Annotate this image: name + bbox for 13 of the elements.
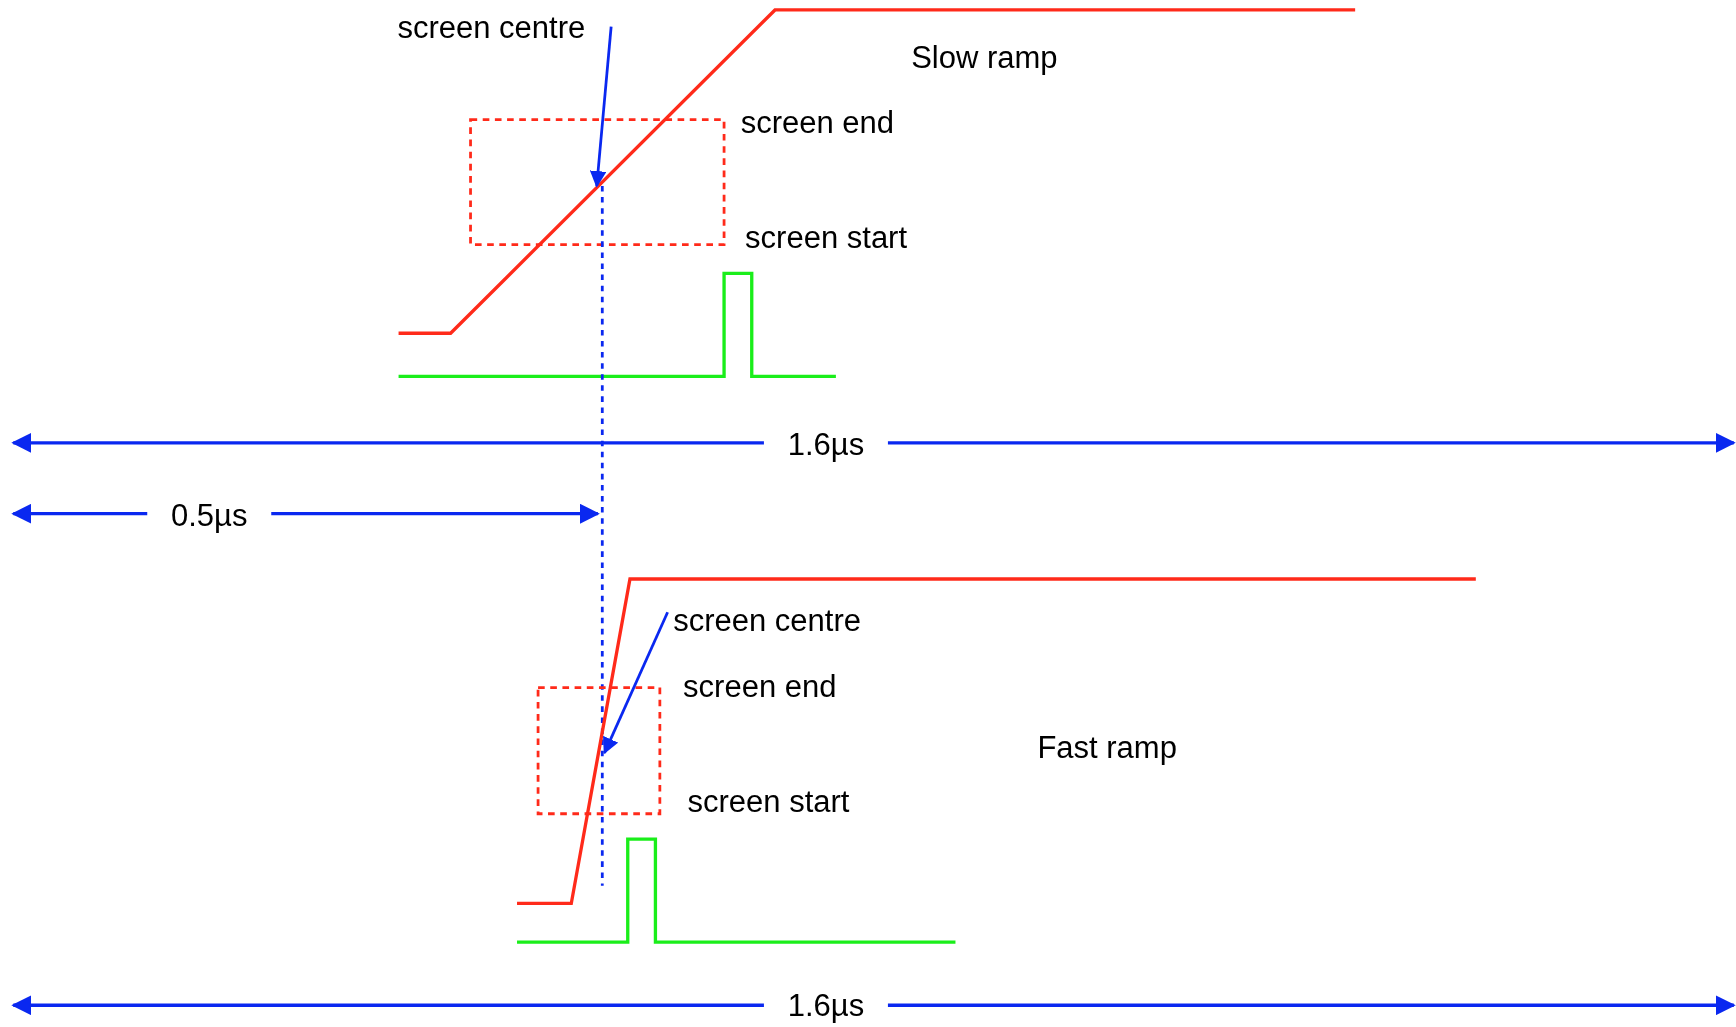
leader-line [589, 26, 613, 188]
waveform-label: Fast ramp [1037, 730, 1177, 767]
window-label: screen start [745, 220, 908, 256]
dimension-label: 1.6µs [787, 427, 865, 463]
window-label: screen end [740, 105, 895, 141]
dimension-label: 0.5µs [171, 498, 248, 534]
window-label: screen end [683, 669, 837, 706]
waveform-label: Slow ramp [911, 39, 1058, 76]
leader-line [603, 611, 669, 755]
callout-label: screen centre [673, 603, 861, 639]
callout-label: screen centre [397, 9, 586, 46]
dimension-label: 1.6µs [787, 988, 865, 1025]
window-label: screen start [687, 783, 850, 820]
